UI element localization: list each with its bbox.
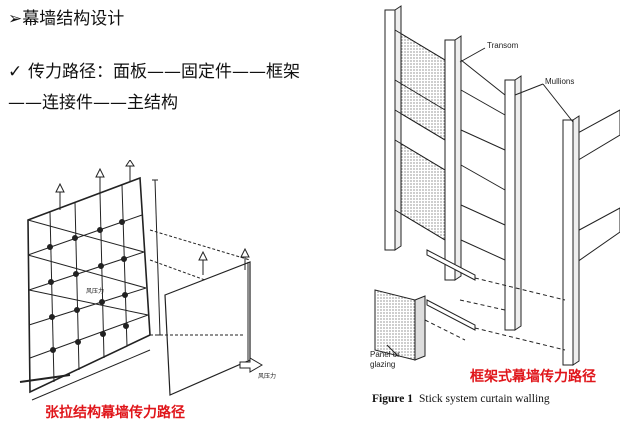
heading-arrow-icon: ➢ [8, 9, 23, 29]
mullions-label: Mullions [545, 77, 574, 86]
checkmark-icon: ✓ [8, 62, 23, 82]
figure-caption: Figure 1 Stick system curtain walling [372, 393, 550, 405]
stick-system-figure: Transom Mullions Panel or glazing [370, 5, 620, 369]
figure-text: Stick system curtain walling [419, 393, 550, 405]
wind-label-left: 风压力 [86, 287, 104, 295]
bullet-load-path: ✓传力路径：面板——固定件——框架——连接件——主结构 [8, 57, 308, 119]
panel-label-line2: glazing [370, 360, 395, 369]
transom-label: Transom [487, 41, 519, 50]
figure-number: Figure 1 [372, 393, 413, 405]
bullet-text: 传力路径：面板——固定件——框架——连接件——主结构 [8, 62, 300, 113]
wind-label-right: 风压力 [258, 372, 276, 380]
stick-figure-caption-red: 框架式幕墙传力路径 [470, 369, 596, 385]
slide-heading: ➢幕墙结构设计 [8, 8, 124, 30]
panel-label-line1: Panel or [370, 350, 400, 359]
tension-structure-figure: 风压力 风压力 [19, 160, 276, 401]
tension-figure-caption: 张拉结构幕墙传力路径 [45, 405, 185, 421]
heading-text: 幕墙结构设计 [22, 9, 125, 29]
